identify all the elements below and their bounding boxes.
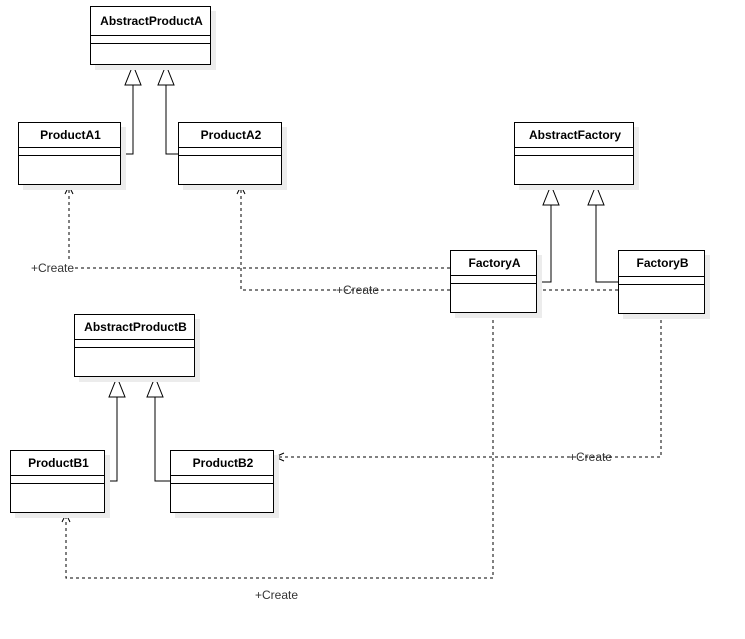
class-attributes — [11, 476, 104, 484]
class-attributes — [75, 340, 194, 348]
class-name: AbstractFactory — [515, 123, 633, 148]
class-name: FactoryA — [451, 251, 536, 276]
class-abstract-factory[interactable]: AbstractFactory — [514, 122, 634, 185]
generalization-product-a2[interactable] — [157, 63, 178, 155]
class-name: ProductA1 — [19, 123, 120, 148]
generalization-product-a1[interactable] — [121, 63, 142, 155]
dependency-factory-a-product-b1[interactable] — [65, 314, 494, 579]
arrowhead-product-b2 — [273, 452, 285, 462]
class-attributes — [515, 148, 633, 156]
create-label-product-a2: +Create — [336, 283, 380, 297]
arrowhead-product-b1 — [61, 512, 71, 523]
class-product-a2[interactable]: ProductA2 — [178, 122, 282, 185]
arrowhead-product-a2 — [236, 184, 246, 195]
class-attributes — [171, 476, 273, 484]
class-abstract-product-a[interactable]: AbstractProductA — [90, 6, 211, 65]
dependency-factory-b-product-a2[interactable] — [240, 187, 618, 291]
arrowhead-product-a1 — [64, 184, 74, 195]
class-name: AbstractProductB — [75, 315, 194, 340]
class-name: FactoryB — [619, 251, 704, 277]
generalization-factory-b[interactable] — [587, 183, 618, 283]
generalization-product-b2[interactable] — [146, 375, 170, 482]
create-label-product-b1: +Create — [255, 588, 299, 602]
class-factory-a[interactable]: FactoryA — [450, 250, 537, 313]
dependency-factory-b-product-b2[interactable] — [276, 314, 662, 458]
class-name: ProductB1 — [11, 451, 104, 476]
class-attributes — [619, 277, 704, 285]
class-product-b2[interactable]: ProductB2 — [170, 450, 274, 513]
class-name: ProductB2 — [171, 451, 273, 476]
class-attributes — [91, 36, 210, 44]
class-product-b1[interactable]: ProductB1 — [10, 450, 105, 513]
class-attributes — [451, 276, 536, 284]
class-attributes — [179, 148, 281, 156]
generalization-product-b1[interactable] — [105, 375, 126, 482]
class-attributes — [19, 148, 120, 156]
create-label-product-a1: +Create — [31, 261, 75, 275]
class-name: ProductA2 — [179, 123, 281, 148]
dependency-factory-a-product-a1[interactable] — [68, 187, 450, 269]
create-label-product-b2: +Create — [569, 450, 613, 464]
class-name: AbstractProductA — [91, 7, 210, 36]
class-product-a1[interactable]: ProductA1 — [18, 122, 121, 185]
class-factory-b[interactable]: FactoryB — [618, 250, 705, 314]
generalization-factory-a[interactable] — [537, 183, 560, 283]
class-abstract-product-b[interactable]: AbstractProductB — [74, 314, 195, 377]
